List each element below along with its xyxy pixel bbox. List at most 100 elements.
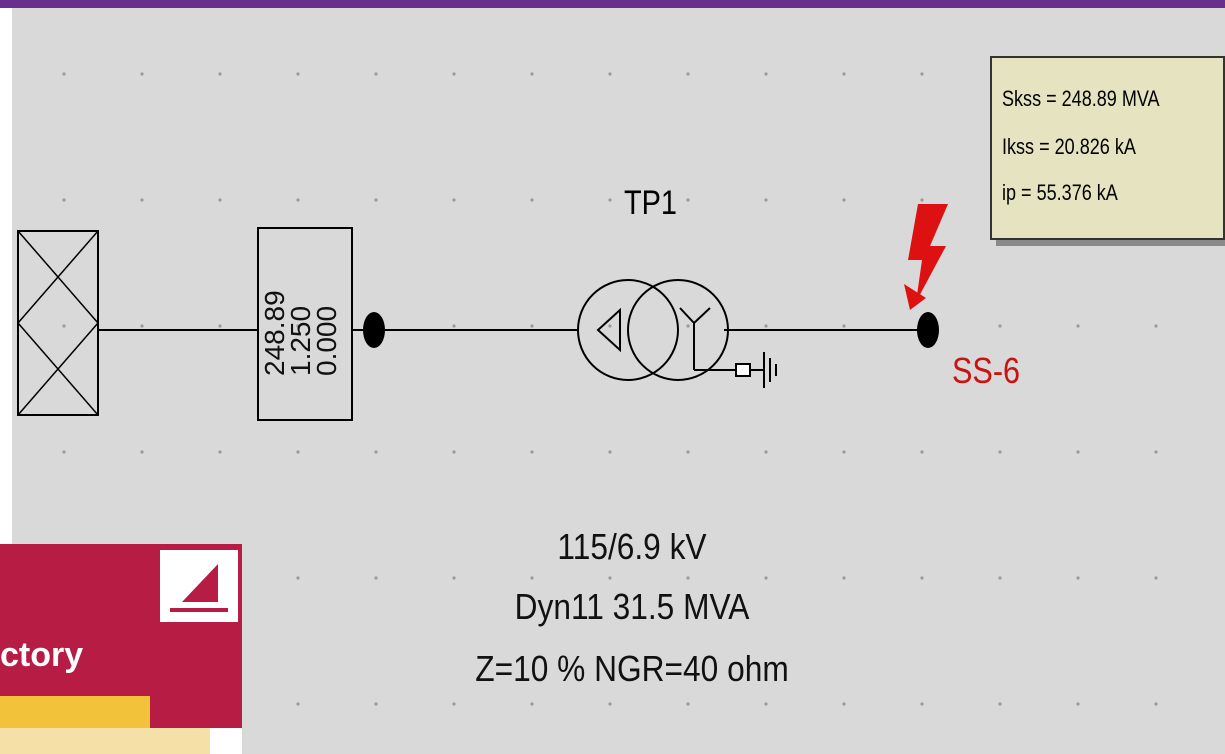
grid-dot xyxy=(1076,702,1080,706)
grid-dot xyxy=(452,576,456,580)
grid-dot xyxy=(764,702,768,706)
grid-dot xyxy=(608,324,612,328)
grid-dot xyxy=(296,576,300,580)
grid-dot xyxy=(920,702,924,706)
source-value-2: 1.250 xyxy=(285,306,316,376)
grid-dot xyxy=(374,702,378,706)
grid-dot xyxy=(842,72,846,76)
cover-stripe xyxy=(210,728,242,754)
grid-dot xyxy=(686,72,690,76)
book-cover-thumbnail: ctory xyxy=(0,544,242,754)
grid-dot xyxy=(1076,450,1080,454)
grid-dot xyxy=(218,450,222,454)
grid-dot xyxy=(1076,324,1080,328)
cover-stripe xyxy=(0,696,150,728)
grid-dot xyxy=(764,72,768,76)
grid-dot xyxy=(608,198,612,202)
bus-label: SS-6 xyxy=(952,350,1021,391)
result-skss: Skss = 248.89 MVA xyxy=(1002,86,1160,111)
grid-dot xyxy=(374,198,378,202)
grid-dot xyxy=(452,324,456,328)
grid-dot xyxy=(764,576,768,580)
grid-dot xyxy=(686,450,690,454)
grid-dot xyxy=(374,576,378,580)
delta-winding-icon xyxy=(596,307,621,353)
grid-dot xyxy=(920,576,924,580)
grid-dot xyxy=(1076,576,1080,580)
grid-dot xyxy=(842,198,846,202)
ngr-resistor-icon xyxy=(735,363,751,377)
result-ip: ip = 55.376 kA xyxy=(1002,180,1118,205)
grid-dot xyxy=(920,450,924,454)
ground-icon xyxy=(750,352,777,388)
grid-dot xyxy=(218,324,222,328)
grid-dot xyxy=(998,450,1002,454)
publisher-logo xyxy=(160,550,238,622)
utility-grid-source-icon[interactable] xyxy=(17,230,99,416)
grid-dot xyxy=(62,324,66,328)
grid-dot xyxy=(452,198,456,202)
grid-dot xyxy=(374,72,378,76)
grid-dot xyxy=(140,198,144,202)
source-value-box[interactable] xyxy=(257,227,353,421)
source-value-1: 248.89 xyxy=(259,290,290,376)
grid-dot xyxy=(608,450,612,454)
grid-dot xyxy=(920,72,924,76)
grid-dot xyxy=(764,324,768,328)
grid-dot xyxy=(218,72,222,76)
grid-dot xyxy=(452,450,456,454)
grid-dot xyxy=(530,72,534,76)
grid-dot xyxy=(296,72,300,76)
bus-node-source[interactable] xyxy=(363,312,385,348)
wye-winding-icon xyxy=(679,307,736,371)
transformer-impedance: Z=10 % NGR=40 ohm xyxy=(475,648,789,689)
grid-dot xyxy=(842,702,846,706)
grid-dot xyxy=(62,450,66,454)
grid-dot xyxy=(296,324,300,328)
cover-title-fragment: ctory xyxy=(0,636,84,674)
grid-dot xyxy=(140,450,144,454)
fault-lightning-icon[interactable] xyxy=(904,204,948,310)
grid-dot xyxy=(296,198,300,202)
grid-dot xyxy=(1154,702,1158,706)
grid-dot xyxy=(140,72,144,76)
short-circuit-results-box[interactable]: Skss = 248.89 MVA Ikss = 20.826 kA ip = … xyxy=(990,56,1225,240)
grid-dot xyxy=(1154,324,1158,328)
grid-dot xyxy=(1154,450,1158,454)
result-ikss: Ikss = 20.826 kA xyxy=(1002,134,1136,159)
grid-dot xyxy=(296,450,300,454)
transformer-voltage: 115/6.9 kV xyxy=(557,526,707,567)
grid-dot xyxy=(530,324,534,328)
grid-dot xyxy=(842,576,846,580)
grid-dot xyxy=(452,702,456,706)
grid-dot xyxy=(608,72,612,76)
grid-dot xyxy=(842,324,846,328)
bus-node-ss6[interactable] xyxy=(917,312,939,348)
grid-dot xyxy=(686,198,690,202)
grid-dot xyxy=(764,450,768,454)
grid-dot xyxy=(764,198,768,202)
grid-dot xyxy=(296,702,300,706)
grid-dot xyxy=(530,702,534,706)
grid-dot xyxy=(218,198,222,202)
grid-dot xyxy=(920,198,924,202)
grid-dot xyxy=(686,324,690,328)
grid-dot xyxy=(62,198,66,202)
window-top-border xyxy=(0,0,1225,8)
source-value-3: 0.000 xyxy=(311,306,342,376)
grid-dot xyxy=(686,576,690,580)
grid-dot xyxy=(1154,576,1158,580)
grid-dot xyxy=(608,576,612,580)
grid-dot xyxy=(608,702,612,706)
transformer-label: TP1 xyxy=(624,184,678,222)
grid-dot xyxy=(998,702,1002,706)
grid-dot xyxy=(62,72,66,76)
grid-dot xyxy=(998,324,1002,328)
grid-dots xyxy=(62,72,1158,706)
transformer-tp1-icon[interactable] xyxy=(577,279,777,388)
grid-dot xyxy=(530,198,534,202)
grid-dot xyxy=(530,450,534,454)
grid-dot xyxy=(374,450,378,454)
grid-dot xyxy=(842,450,846,454)
grid-dot xyxy=(686,702,690,706)
